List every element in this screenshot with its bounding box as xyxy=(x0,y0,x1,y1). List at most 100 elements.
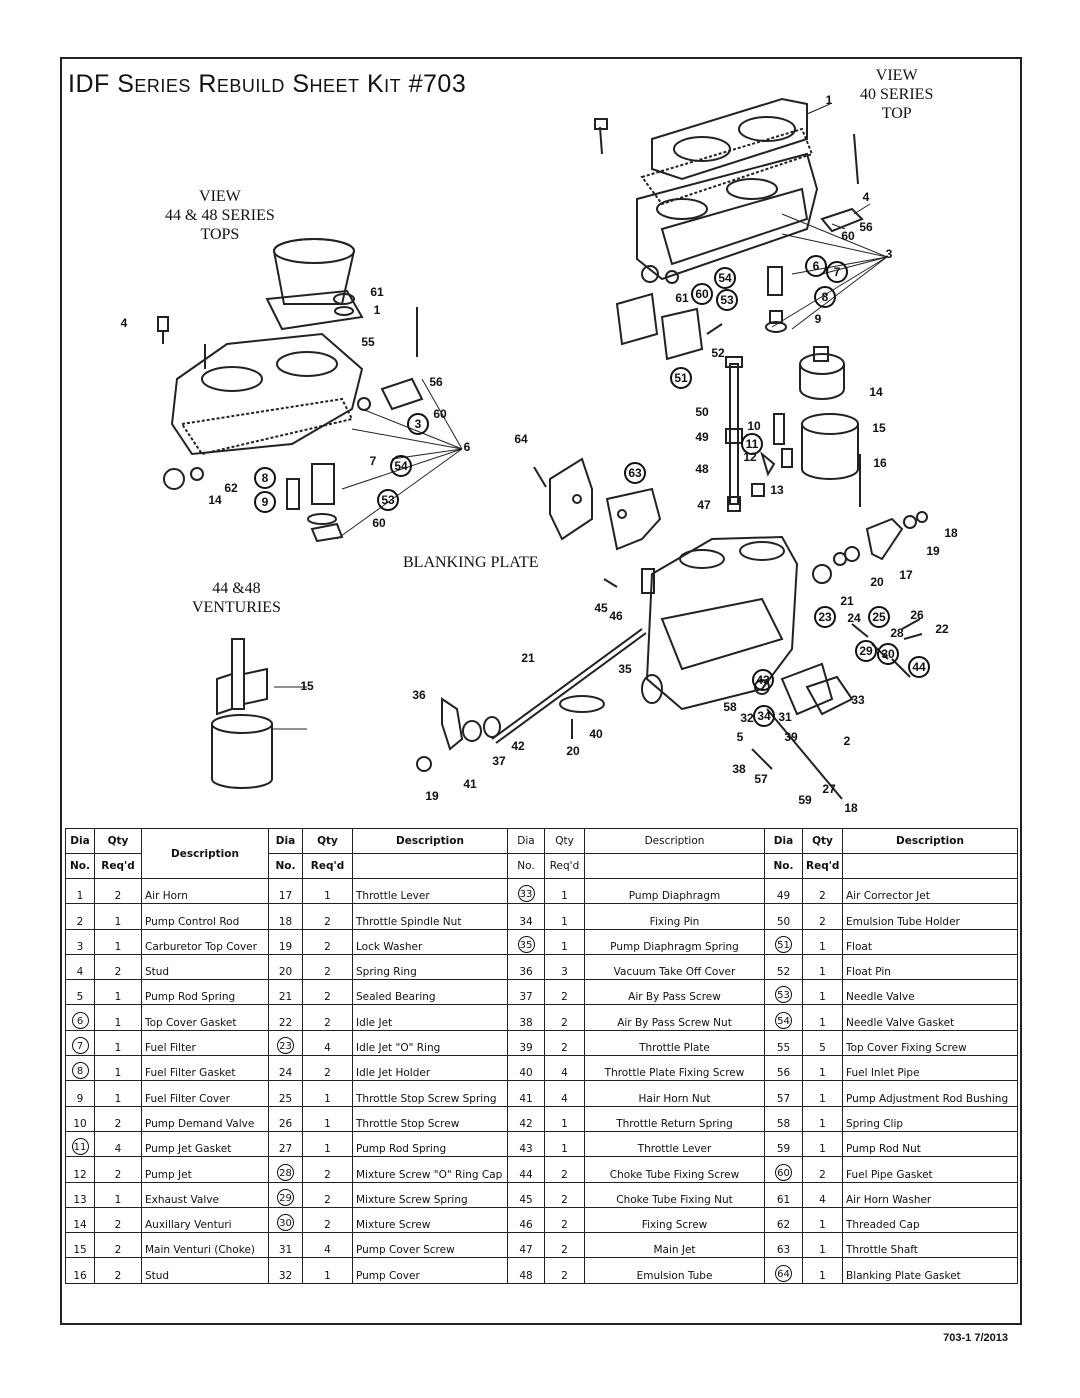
part-description: Spring Ring xyxy=(352,953,508,981)
part-qty: 1 xyxy=(802,1130,843,1158)
part-number: 61 xyxy=(764,1181,803,1208)
part-number: 33 xyxy=(507,877,545,905)
callout-number: 60 xyxy=(372,516,386,530)
part-number: 50 xyxy=(764,903,803,930)
part-qty: 2 xyxy=(302,1181,353,1208)
col-description: Description xyxy=(584,828,765,854)
part-number: 26 xyxy=(268,1105,303,1132)
part-description: Auxillary Venturi xyxy=(141,1206,269,1234)
callout-number: 49 xyxy=(695,430,709,444)
part-description: Air By Pass Screw Nut xyxy=(584,1004,765,1031)
callout-number: 20 xyxy=(870,575,884,589)
part-qty: 1 xyxy=(94,1080,142,1107)
callout-number: 60 xyxy=(841,229,855,243)
part-number: 55 xyxy=(764,1029,803,1057)
part-number: 38 xyxy=(507,1004,545,1031)
callout-number: 6 xyxy=(463,440,471,454)
callout-number: 38 xyxy=(732,762,746,776)
part-qty: 2 xyxy=(94,1105,142,1132)
part-qty: 2 xyxy=(544,1029,585,1057)
col-dia: Dia xyxy=(65,828,95,854)
part-description: Idle Jet "O" Ring xyxy=(352,1029,508,1057)
exploded-diagram xyxy=(157,97,928,800)
part-description: Float xyxy=(842,928,1018,955)
part-number: 41 xyxy=(507,1080,545,1107)
part-description: Pump Rod Nut xyxy=(842,1130,1018,1158)
part-number: 23 xyxy=(268,1029,303,1057)
part-qty: 4 xyxy=(544,1080,585,1107)
callout-number: 61 xyxy=(675,291,689,305)
part-qty: 1 xyxy=(802,1105,843,1132)
callout-number: 56 xyxy=(859,220,873,234)
callout-number: 36 xyxy=(412,688,426,702)
part-number: 60 xyxy=(764,1156,803,1183)
callout-number: 54 xyxy=(390,455,412,477)
part-description: Pump Jet xyxy=(141,1156,269,1183)
callout-number: 19 xyxy=(926,544,940,558)
part-number: 2 xyxy=(65,903,95,930)
part-description: Pump Adjustment Rod Bushing xyxy=(842,1080,1018,1107)
part-description: Top Cover Gasket xyxy=(141,1004,269,1031)
part-number: 53 xyxy=(764,979,803,1006)
callout-number: 53 xyxy=(377,489,399,511)
part-description: Carburetor Top Cover xyxy=(141,928,269,955)
callout-number: 13 xyxy=(770,483,784,497)
part-number: 18 xyxy=(268,903,303,930)
callout-number: 17 xyxy=(899,568,913,582)
part-number: 21 xyxy=(268,979,303,1006)
callout-number: 41 xyxy=(463,777,477,791)
col-reqd: Req'd xyxy=(802,853,843,879)
callout-number: 15 xyxy=(300,679,314,693)
float-40 xyxy=(615,292,659,346)
callout-number: 25 xyxy=(868,606,890,628)
callout-number: 42 xyxy=(511,739,525,753)
part-description: Fuel Filter Cover xyxy=(141,1080,269,1107)
callout-number: 52 xyxy=(711,346,725,360)
part-description: Fuel Inlet Pipe xyxy=(842,1055,1018,1082)
part-qty: 2 xyxy=(544,1004,585,1031)
part-qty: 2 xyxy=(544,1206,585,1234)
part-description: Idle Jet xyxy=(352,1004,508,1031)
part-description: Pump Rod Spring xyxy=(352,1130,508,1158)
callout-number: 1 xyxy=(373,303,381,317)
part-qty: 1 xyxy=(544,903,585,930)
part-number: 29 xyxy=(268,1181,303,1208)
part-qty: 2 xyxy=(302,1206,353,1234)
col-dia: Dia xyxy=(764,828,803,854)
part-description: Hair Horn Nut xyxy=(584,1080,765,1107)
callout-number: 43 xyxy=(752,669,774,691)
part-description: Pump Cover xyxy=(352,1257,508,1284)
callout-number: 5 xyxy=(736,730,744,744)
part-qty: 1 xyxy=(302,1130,353,1158)
callout-number: 2 xyxy=(843,734,851,748)
view-40-series-label: VIEW 40 SERIES TOP xyxy=(860,67,934,122)
part-number: 51 xyxy=(764,928,803,955)
col-description: Description xyxy=(842,828,1018,854)
callout-number: 8 xyxy=(254,467,276,489)
part-number: 15 xyxy=(65,1232,95,1259)
blanking-plate-gasket xyxy=(605,487,662,551)
part-description: Throttle Return Spring xyxy=(584,1105,765,1132)
part-qty: 1 xyxy=(802,1055,843,1082)
callout-number: 9 xyxy=(254,491,276,513)
callout-number: 21 xyxy=(521,651,535,665)
top-cover-44 xyxy=(170,332,364,456)
part-qty: 2 xyxy=(302,928,353,955)
part-qty: 1 xyxy=(94,928,142,955)
part-qty: 2 xyxy=(94,953,142,981)
part-qty: 2 xyxy=(302,953,353,981)
part-qty: 2 xyxy=(94,1257,142,1284)
callout-number: 10 xyxy=(747,419,761,433)
callout-number: 33 xyxy=(851,693,865,707)
part-qty: 2 xyxy=(544,1257,585,1284)
part-qty: 2 xyxy=(302,1156,353,1183)
part-description: Pump Diaphragm xyxy=(584,877,765,905)
part-description: Pump Control Rod xyxy=(141,903,269,930)
callout-number: 46 xyxy=(609,609,623,623)
part-description: Needle Valve Gasket xyxy=(842,1004,1018,1031)
part-description: Spring Clip xyxy=(842,1105,1018,1132)
part-description: Mixture Screw xyxy=(352,1206,508,1234)
